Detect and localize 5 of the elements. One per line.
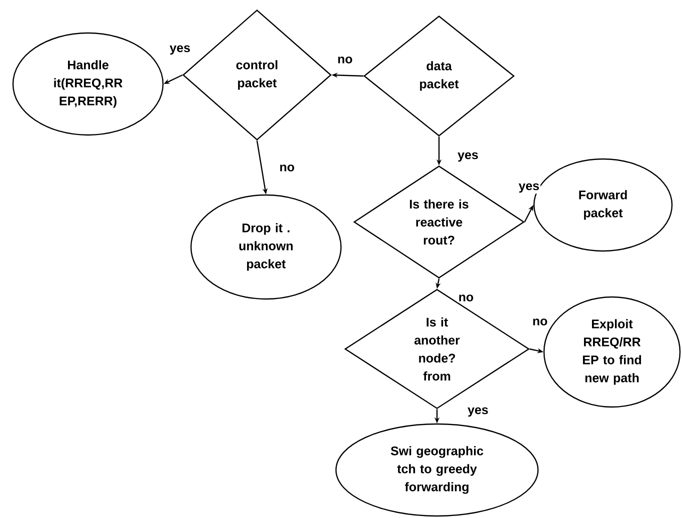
edge-label: yes [518, 182, 540, 194]
edge-label: no [336, 56, 354, 64]
edge-label: yes [456, 151, 480, 163]
edge-label: no [457, 294, 475, 302]
edge-label: no [278, 164, 296, 172]
